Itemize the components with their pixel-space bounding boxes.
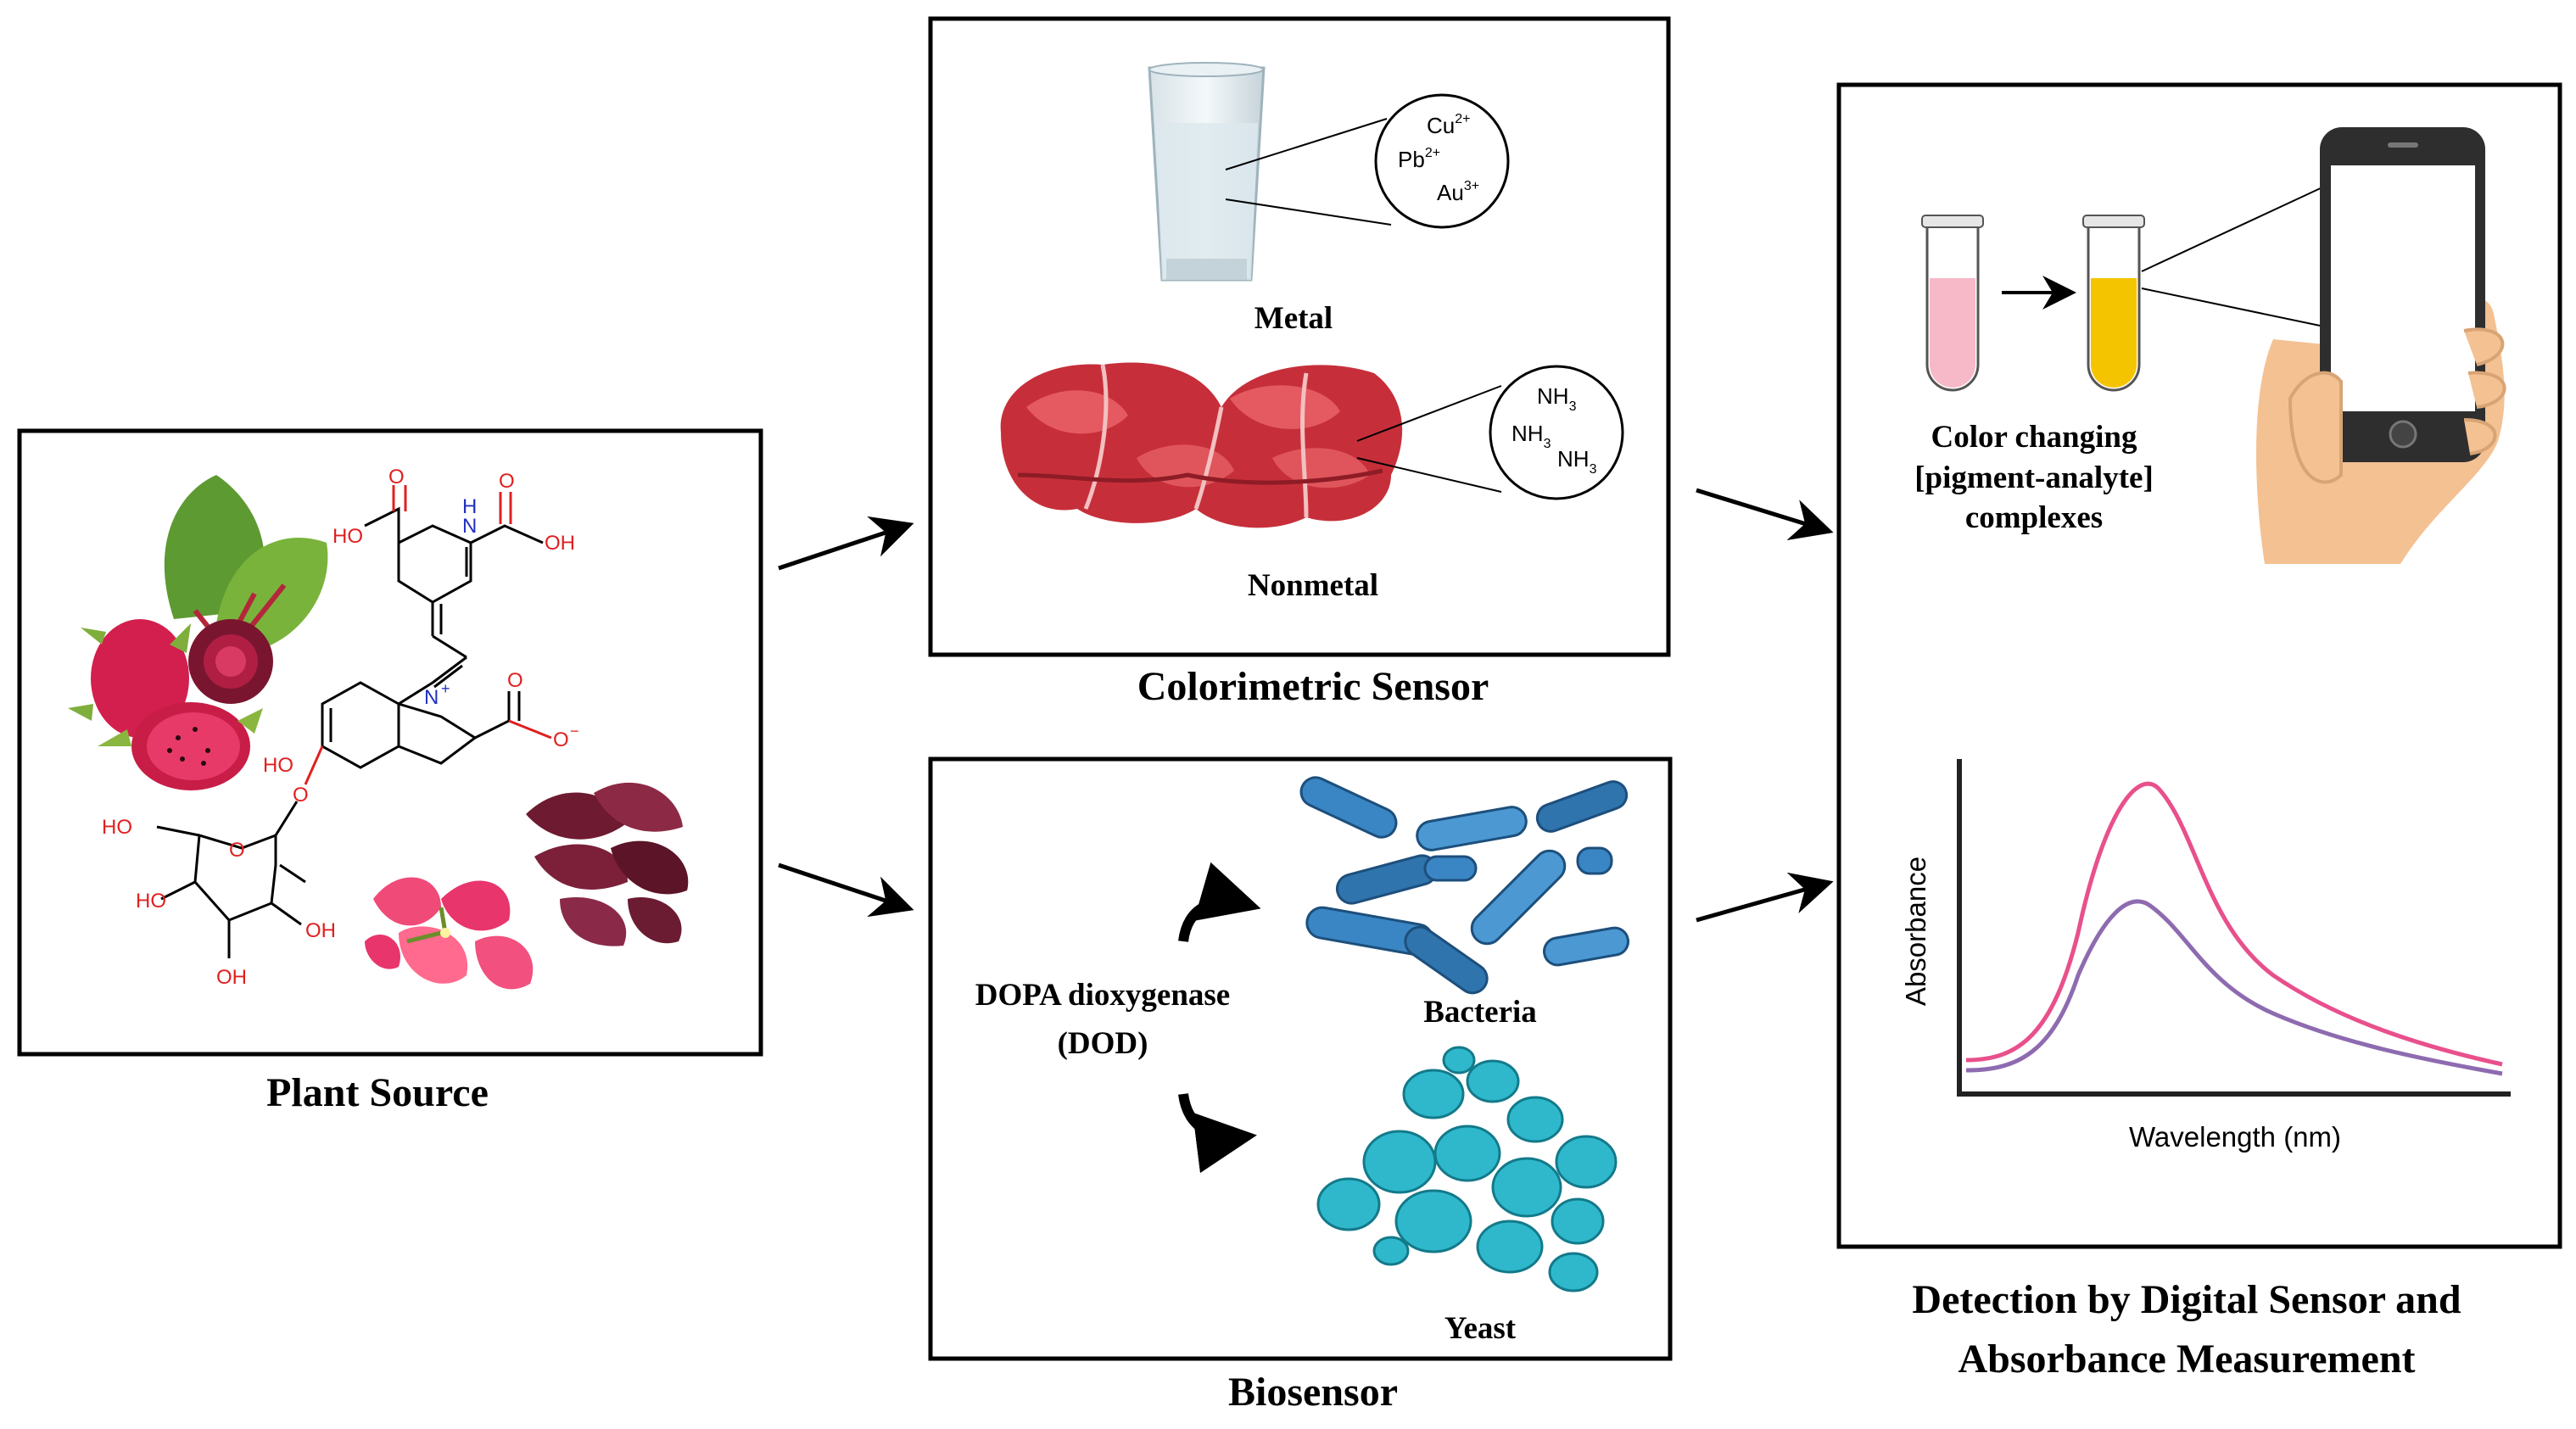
tube-caption-line3: complexes [1965,500,2103,535]
red-amaranth-illustration [526,782,689,946]
atom-label-12: − [570,723,579,740]
biosensor-caption: Biosensor [1228,1370,1398,1415]
nonmetal-label: Nonmetal [1248,568,1378,603]
ion-pb-charge: 2+ [1425,146,1440,160]
absorbance-curve-purple [1965,899,2503,1076]
test-tube-pink [1921,215,1984,392]
curved-arrows [1178,862,1261,1174]
enzyme-label-line2: (DOD) [1058,1026,1148,1061]
atom-label-9: HO [263,754,293,777]
detection-caption-line2: Absorbance Measurement [1958,1337,2415,1382]
species-nh3-1: NH3 [1537,383,1577,414]
flow-arrows [778,488,1834,923]
beetroot-illustration [164,475,328,704]
metal-ions-circle [1374,93,1510,229]
nonmetal-zoom-lines [1356,385,1502,493]
test-tube-yellow [2082,215,2145,392]
dragon-fruit-illustration [68,619,263,790]
ion-pb: Pb2+ [1398,146,1440,172]
arrow-to-yeast [1178,1092,1257,1174]
atom-label-5: O [499,470,515,493]
raw-meat-illustration [1000,362,1403,528]
ion-pb-base: Pb [1398,147,1425,172]
atom-label-1: O [388,466,405,488]
arrow-biosensor-to-detection [1696,872,1834,923]
species-nh3-1-sub: 3 [1569,399,1577,414]
atom-label-3: H [462,495,477,518]
smartphone-in-hand-illustration [2256,127,2506,564]
atom-label-15: O [229,839,245,862]
arrow-to-bacteria [1178,862,1261,943]
plot-xlabel: Wavelength (nm) [2129,1121,2341,1153]
species-nh3-3: NH3 [1557,446,1597,477]
yeast-illustration [1316,1046,1618,1292]
atom-label-16: HO [136,890,166,913]
yeast-label: Yeast [1444,1311,1517,1346]
detection-box [1836,82,2562,1249]
species-nh3-2: NH3 [1512,421,1551,451]
metal-zoom-lines [1225,118,1392,226]
atom-label-10: O [507,669,523,692]
plot-ylabel: Absorbance [1900,857,1931,1006]
ion-cu: Cu2+ [1427,112,1471,138]
metal-label: Metal [1254,301,1333,336]
tube-caption-line1: Color changing [1931,420,2137,455]
ion-cu-base: Cu [1427,113,1455,138]
betanin-structure [156,485,552,958]
atom-label-7: N [424,686,439,709]
metal-ions: Cu2+ Pb2+ Au3+ [1398,112,1479,205]
atom-label-18: OH [216,966,247,989]
water-glass-illustration [1148,62,1266,282]
absorbance-plot: Absorbance Wavelength (nm) [1900,759,2511,1153]
bacteria-illustration [1299,776,1629,995]
atom-label-8: + [441,680,450,697]
species-nh3-1-base: NH [1537,383,1569,409]
atom-label-14: HO [102,816,132,839]
tube-caption-line2: [pigment-analyte] [1914,461,2154,495]
tube-caption: Color changing [pigment-analyte] complex… [1914,420,2154,535]
enzyme-label-line1: DOPA dioxygenase [975,978,1230,1013]
bacteria-label: Bacteria [1423,995,1537,1030]
species-nh3-2-sub: 3 [1544,437,1551,451]
atom-label-17: OH [305,919,336,942]
plant-source-box [17,428,763,1057]
atom-label-2: HO [332,525,363,548]
betanin-atom-labels: O HO H N O OH N + HO O O − O HO O HO OH … [102,466,579,989]
colorimetric-sensor-box [928,16,1671,657]
absorbance-curve-pink [1965,781,2503,1067]
biosensor-box [928,756,1673,1361]
ion-au-charge: 3+ [1464,179,1479,193]
atom-label-13: O [293,784,309,807]
colorimetric-sensor-caption: Colorimetric Sensor [1137,664,1489,709]
nonmetal-species: NH3 NH3 NH3 [1512,383,1597,477]
species-nh3-2-base: NH [1512,421,1544,446]
arrow-plant-to-biosensor [778,862,914,918]
arrow-colorimetric-to-detection [1696,488,1834,541]
atom-label-11: O [553,728,569,751]
nonmetal-species-circle [1489,365,1624,500]
plant-source-caption: Plant Source [266,1070,489,1115]
atom-label-4: N [462,515,477,538]
species-nh3-3-base: NH [1557,446,1590,472]
detection-caption-line1: Detection by Digital Sensor and [1912,1277,2461,1322]
bougainvillea-illustration [365,877,534,990]
ion-cu-charge: 2+ [1455,112,1470,126]
ion-au: Au3+ [1437,179,1479,205]
atom-label-6: OH [545,532,575,555]
species-nh3-3-sub: 3 [1590,462,1597,477]
phone-sight-lines [2141,186,2325,327]
arrow-plant-to-colorimetric [778,516,914,571]
ion-au-base: Au [1437,180,1464,205]
